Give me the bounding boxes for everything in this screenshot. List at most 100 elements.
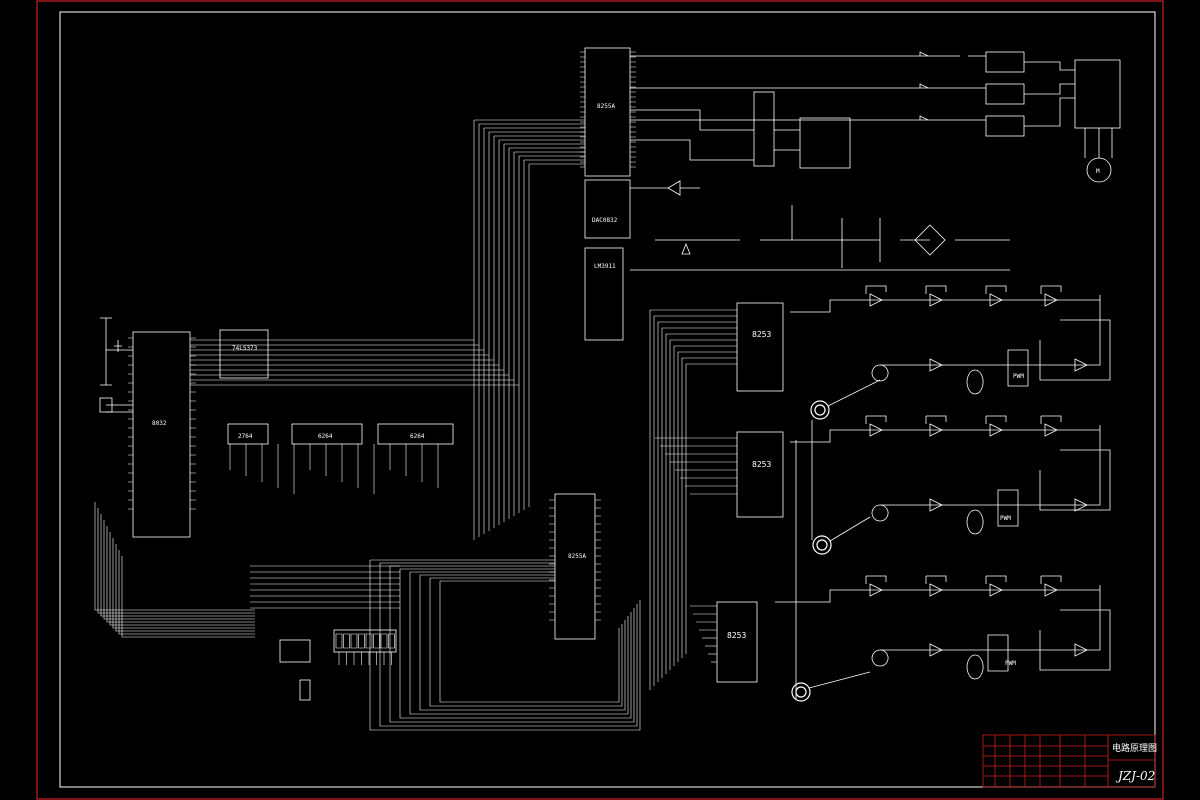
bus-wire: [97, 508, 255, 614]
chip-8253-2: [736, 431, 784, 518]
loop: [1039, 449, 1111, 511]
bus-wire: [94, 502, 255, 611]
encoder-2: [812, 535, 832, 555]
bus-wire: [100, 514, 255, 617]
chip-2764: [227, 423, 269, 445]
bus-wires: [94, 51, 737, 731]
op-amp: [929, 423, 943, 437]
coil: [966, 654, 984, 680]
op-amp: [869, 583, 883, 597]
dip-cells: [250, 565, 400, 665]
chip-6264: [291, 423, 363, 445]
coil: [966, 509, 984, 535]
op-amp: [989, 423, 1003, 437]
op-amp: [929, 293, 943, 307]
mcu-memory-group: [132, 329, 454, 538]
opto-2: [985, 83, 1025, 105]
feedback: [925, 415, 947, 424]
chip-8255a-top-label: 8255A: [597, 103, 615, 110]
feedback: [985, 575, 1007, 584]
bus-wire: [112, 538, 255, 629]
bus-wire: [121, 556, 255, 638]
feedback: [865, 285, 887, 294]
signal-line: [775, 589, 1100, 603]
chip-lm3911-label: LM3911: [594, 263, 616, 270]
op-amp: [1044, 583, 1058, 597]
signal-line: [880, 585, 1101, 651]
clock-reset: [99, 317, 133, 413]
connector-stack-2: [299, 679, 311, 701]
chip-8253-2-label: 8253: [752, 460, 771, 469]
dac-power: [630, 180, 1010, 271]
opto-3: [985, 115, 1025, 137]
signal-line: [880, 425, 1101, 506]
feedback: [1040, 575, 1062, 584]
outer-frame: [36, 0, 1164, 800]
feedback: [865, 415, 887, 424]
chip-8255a-mid-label: 8255A: [568, 553, 586, 560]
chip-dac0832: [584, 179, 631, 239]
bus-wire: [106, 526, 255, 623]
bus-wire: [369, 560, 641, 731]
chip-74ls373-label: 74LS373: [232, 345, 258, 352]
motor-label: M: [1096, 168, 1100, 175]
dip-cell: [380, 633, 388, 649]
op-amp: [1044, 423, 1058, 437]
dip-switch-area: [279, 629, 397, 701]
sensor: [871, 504, 889, 522]
drawing-title: 电路原理图: [1112, 742, 1157, 754]
op-amp: [929, 583, 943, 597]
op-amp: [1044, 293, 1058, 307]
bus-wire: [409, 572, 629, 715]
loop: [1039, 609, 1111, 671]
bus-wire: [399, 569, 632, 719]
connector-stack: [279, 639, 311, 663]
pwm-box: [987, 634, 1009, 672]
feedback: [1040, 415, 1062, 424]
op-amp: [989, 583, 1003, 597]
encoder-3-inner: [795, 686, 807, 698]
driver-box: [1074, 59, 1121, 129]
feedback: [925, 285, 947, 294]
chip-8255a-top: [584, 47, 631, 177]
sensor: [871, 649, 889, 667]
op-amp: [989, 293, 1003, 307]
chip-2764-label: 2764: [238, 433, 253, 440]
bus-wire: [118, 550, 255, 635]
chip-6264b: [377, 423, 454, 445]
dip-cell: [358, 633, 365, 649]
encoders: [791, 379, 881, 702]
chip-dac0832-label: DAC0832: [592, 217, 618, 224]
pwm-3-label: PWM: [1005, 660, 1016, 667]
bus-wire: [429, 578, 623, 707]
signal-line: [790, 429, 1100, 443]
pwm-box: [1007, 349, 1029, 387]
encoder-1: [810, 400, 830, 420]
opto-1: [985, 51, 1025, 73]
dip-switch: [333, 629, 397, 653]
pwm-1-label: PWM: [1013, 373, 1024, 380]
bus-wire: [389, 566, 635, 723]
coil: [966, 369, 984, 395]
bus-wire: [419, 575, 626, 711]
dip-cell: [388, 633, 395, 649]
bus-wire: [109, 532, 255, 626]
op-amp: [1074, 643, 1088, 657]
bus-wire: [379, 563, 638, 727]
feedback: [985, 415, 1007, 424]
feedback: [985, 285, 1007, 294]
feedback: [1040, 285, 1062, 294]
counter-group: [554, 302, 784, 683]
inner-frame: [59, 11, 1156, 788]
op-amp: [869, 423, 883, 437]
feedback: [865, 575, 887, 584]
bus-wire: [115, 544, 255, 632]
dip-cell: [365, 633, 373, 649]
op-amp: [929, 358, 943, 372]
chip-lm3911: [584, 247, 624, 341]
encoder-3: [791, 682, 811, 702]
chip-8255a-mid: [554, 493, 596, 640]
chip-8032: [132, 331, 191, 538]
signal-line: [790, 299, 1100, 313]
